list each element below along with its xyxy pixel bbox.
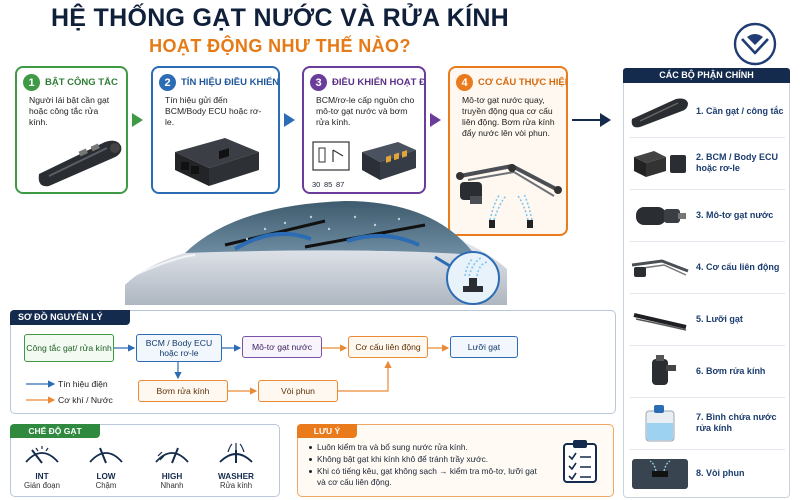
wiper-washer-icon	[219, 443, 253, 463]
mode-washer-sub: Rửa kính	[219, 481, 253, 490]
relay-pin-85: 85	[324, 180, 333, 189]
step-1-number: 1	[23, 74, 40, 91]
washer-pump-icon	[652, 355, 676, 385]
mode-high: HIGH Nhanh	[144, 442, 200, 490]
step-3-number: 3	[310, 74, 327, 91]
component-item: 4. Cơ cấu liên động	[624, 241, 791, 293]
note-item: Khi có tiếng kêu, gạt không sạch → kiểm …	[309, 466, 541, 488]
component-item: 5. Lưỡi gạt	[624, 293, 791, 345]
note-item: Không bật gạt khi kính khô để tránh trầy…	[309, 454, 541, 465]
component-item: 1. Cần gạt / công tắc	[624, 85, 791, 137]
relay-pin-87: 87	[336, 180, 345, 189]
schematic-arrows	[26, 344, 450, 404]
component-label: 6. Bơm rửa kính	[696, 365, 766, 376]
mode-low: LOW Chậm	[78, 442, 134, 490]
notes-title: LƯU Ý	[297, 424, 357, 438]
node-linkage: Cơ cấu liên động	[348, 336, 428, 358]
component-item: 8. Vòi phun	[624, 447, 791, 499]
legend-signal: Tín hiệu điện	[58, 379, 108, 389]
step-2-number: 2	[159, 74, 176, 91]
ecu-module-icon	[634, 151, 686, 177]
schematic-title: SƠ ĐỒ NGUYÊN LÝ	[10, 310, 130, 325]
components-panel: 1. Cần gạt / công tắc 2. BCM / Body ECU …	[623, 68, 790, 498]
wiper-motor-icon	[636, 207, 686, 225]
component-label: 1. Cần gạt / công tắc	[696, 105, 784, 116]
notes-list: Luôn kiểm tra và bổ sung nước rửa kính. …	[309, 442, 541, 489]
nozzle-zoom-icon	[446, 251, 500, 305]
mode-high-name: HIGH	[161, 472, 183, 481]
mode-int-name: INT	[35, 472, 49, 481]
ecu-module-icon	[175, 138, 259, 186]
component-label: 3. Mô-tơ gạt nước	[696, 209, 774, 220]
component-item: 3. Mô-tơ gạt nước	[624, 189, 791, 241]
relay-module-icon	[362, 142, 416, 180]
wiper-stalk-icon	[631, 98, 688, 128]
node-nozzle: Vòi phun	[258, 380, 338, 402]
component-item: 2. BCM / Body ECU hoặc rơ-le	[624, 137, 791, 189]
mode-low-name: LOW	[96, 472, 116, 481]
step-2-title: TÍN HIỆU ĐIỀU KHIỂN	[181, 77, 280, 88]
wiper-int-icon	[25, 446, 59, 464]
component-label: 5. Lưỡi gạt	[696, 313, 743, 324]
arrow-icon	[284, 113, 295, 127]
mode-int: INT Gián đoạn	[14, 442, 70, 490]
component-label: 2. BCM / Body ECU hoặc rơ-le	[696, 152, 779, 173]
wiper-stalk-icon	[38, 140, 122, 187]
node-motor: Mô-tơ gạt nước	[242, 336, 322, 358]
step-2-desc: Tín hiệu gửi đến BCM/Body ECU hoặc rơ-le…	[165, 95, 262, 127]
mode-int-sub: Gián đoạn	[24, 481, 60, 490]
step-2-card: 2 TÍN HIỆU ĐIỀU KHIỂN Tín hiệu gửi đến BC…	[151, 66, 280, 194]
step-1-desc: Người lái bật cần gạt hoặc công tắc rửa …	[29, 95, 110, 127]
component-label: 7. Bình chứa nước rửa kính	[696, 412, 777, 433]
component-label: 8. Vòi phun	[696, 467, 745, 478]
node-switch: Công tắc gạt/ rửa kính	[24, 334, 114, 362]
arrow-icon	[600, 113, 611, 127]
node-pump: Bơm rửa kính	[138, 380, 228, 402]
note-item: Luôn kiểm tra và bổ sung nước rửa kính.	[309, 442, 541, 453]
step-4-title: CƠ CẤU THỰC HIỆN	[478, 77, 568, 88]
wiper-linkage-icon	[456, 163, 562, 228]
washer-reservoir-icon	[645, 405, 675, 442]
legend-mech: Cơ khí / Nước	[58, 395, 113, 405]
mode-washer-name: WASHER	[218, 472, 254, 481]
wiper-high-icon	[155, 447, 189, 464]
brand-logo-icon	[733, 22, 777, 66]
relay-pin-30: 30	[312, 180, 321, 189]
mode-high-sub: Nhanh	[160, 481, 184, 490]
step-1-title: BẬT CÔNG TẮC	[45, 77, 118, 88]
step-4-desc: Mô-tơ gạt nước quay, truyền động qua cơ …	[462, 95, 555, 138]
mode-washer: WASHER Rửa kính	[208, 442, 264, 490]
arrow-icon	[132, 113, 143, 127]
linkage-icon	[631, 259, 689, 277]
components-panel-title: CÁC BỘ PHẬN CHÍNH	[623, 68, 790, 83]
checklist-icon	[563, 440, 597, 483]
wiper-modes-title: CHẾ ĐỘ GẠT	[10, 424, 100, 438]
node-blade: Lưỡi gạt	[450, 336, 518, 358]
node-bcm: BCM / Body ECU hoặc rơ-le	[136, 334, 222, 362]
page-title: HỆ THỐNG GẠT NƯỚC VÀ RỬA KÍNH	[50, 4, 510, 32]
page-subtitle: HOẠT ĐỘNG NHƯ THẾ NÀO?	[149, 36, 411, 56]
arrow-icon	[430, 113, 441, 127]
step-3-card: 3 ĐIỀU KHIỂN HOẠT ĐỘNG BCM/rơ-le cấp nguồ…	[302, 66, 426, 194]
component-label: 4. Cơ cấu liên động	[696, 261, 780, 272]
relay-symbol-icon	[312, 141, 350, 171]
mode-low-sub: Chậm	[95, 481, 117, 490]
wiper-blade-icon	[633, 313, 687, 331]
washer-nozzle-icon	[632, 459, 688, 489]
step-3-desc: BCM/rơ-le cấp nguồn cho mô-tơ gạt nước v…	[316, 95, 415, 127]
step-4-card: 4 CƠ CẤU THỰC HIỆN Mô-tơ gạt nước quay, t…	[448, 66, 568, 236]
component-item: 7. Bình chứa nước rửa kính	[624, 397, 791, 449]
step-4-number: 4	[456, 74, 473, 91]
step-3-title: ĐIỀU KHIỂN HOẠT ĐỘNG	[332, 77, 426, 88]
wiper-low-icon	[89, 447, 123, 464]
component-item: 6. Bơm rửa kính	[624, 345, 791, 397]
car-windshield-illustration	[125, 201, 507, 305]
step-1-card: 1 BẬT CÔNG TẮC Người lái bật cần gạt hoặc…	[15, 66, 128, 194]
